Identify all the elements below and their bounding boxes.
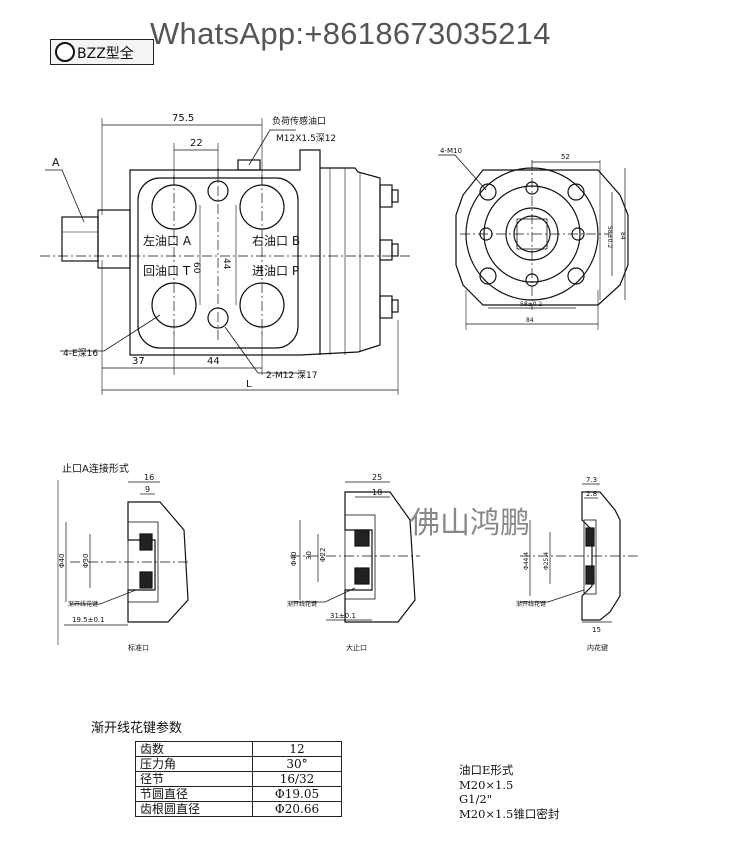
s2-dim-25: 25: [372, 473, 382, 482]
end-dim-58-vertical: 58±0.2: [606, 226, 613, 248]
s1-dia-30: Φ30: [82, 554, 90, 568]
section-1: [57, 480, 190, 645]
series-tag: BZZ型全: [50, 39, 154, 65]
s2-name: 大止口: [346, 643, 367, 652]
section-3: [520, 483, 640, 623]
port-form-title: 油口E形式: [459, 763, 514, 777]
s1-dim-16: 16: [144, 473, 154, 482]
s2-dim-31: 31±0.1: [330, 612, 356, 620]
pilot-port-label: 负荷传感油口: [272, 115, 326, 127]
s1-dia-40: Φ40: [58, 554, 66, 568]
circle-icon: [55, 42, 75, 62]
s1-dim-19-5: 19.5±0.1: [72, 616, 105, 624]
s3-dim-15: 15: [592, 626, 601, 634]
s1-name: 标准口: [128, 643, 149, 652]
port-form-line: M20×1.5: [459, 777, 514, 792]
param-value: 16/32: [252, 771, 342, 787]
param-name: 齿根圆直径: [135, 801, 253, 817]
dim-75-5: 75.5: [172, 113, 194, 124]
dim-22: 22: [190, 138, 203, 149]
whatsapp-watermark: WhatsApp:+8618673035214: [150, 16, 551, 51]
s2-dia-30: 30: [305, 551, 313, 560]
port-form-line: M20×1.5锥口密封: [459, 806, 560, 821]
s1-spline: 渐开线花键: [68, 600, 98, 608]
param-value: 30°: [252, 756, 342, 772]
table-title: 渐开线花键参数: [91, 721, 183, 736]
series-tag-label: BZZ型全: [77, 46, 134, 62]
end-dim-84-vertical: 84: [619, 232, 626, 240]
holes-label: 4-E深16: [63, 348, 98, 359]
pilot-thread-label: M12X1.5深12: [276, 133, 336, 144]
dim-37: 37: [132, 356, 145, 367]
param-name: 节圆直径: [135, 786, 253, 802]
s3-spline: 渐开线花键: [516, 600, 546, 608]
sections-title: 止口A连接形式: [62, 462, 129, 475]
end-dim-84-horizontal: 84: [526, 317, 534, 324]
s2-dim-18: 18: [372, 488, 382, 497]
s2-spline: 渐开线花键: [287, 600, 317, 608]
section-2: [290, 481, 420, 623]
dim-60: 60: [191, 262, 201, 274]
label-a: A: [52, 156, 60, 169]
s2-dia-40: Φ40: [290, 552, 298, 566]
cn-watermark: 佛山鸿鹏: [410, 506, 530, 541]
end-bolts-label: 4-M10: [440, 147, 462, 155]
end-dim-52: 52: [561, 153, 570, 161]
thread-label: 2-M12 深17: [266, 370, 318, 381]
s3-dim-7-3: 7.3: [586, 476, 597, 484]
port-right-label: 右油口 B: [252, 233, 300, 248]
s3-dim-2-8: 2.8: [586, 490, 597, 498]
port-inlet-label: 进油口 P: [252, 264, 299, 278]
port-form-notes: 油口E形式 M20×1.5 G1/2" M20×1.5锥口密封: [459, 763, 559, 821]
param-name: 齿数: [135, 741, 253, 757]
s2-dia-22: Φ22: [319, 548, 327, 562]
s3-name: 内花键: [587, 643, 608, 652]
s3-dia-25-4: Φ25.4: [543, 552, 550, 570]
port-form-line: G1/2": [459, 792, 492, 806]
param-name: 径节: [135, 771, 253, 787]
port-left-label: 左油口 A: [143, 233, 192, 248]
param-value: Φ19.05: [252, 786, 342, 802]
end-dim-58-horizontal: 58±0.2: [520, 301, 542, 308]
s1-dim-9: 9: [145, 485, 150, 494]
param-name: 压力角: [135, 756, 253, 772]
main-view: [40, 118, 410, 395]
param-value: Φ20.66: [252, 801, 342, 817]
dim-l: L: [246, 379, 252, 390]
s3-dia-44-4: Φ44.4: [523, 552, 530, 570]
param-value: 12: [252, 741, 342, 757]
dim-44: 44: [207, 356, 220, 367]
end-view: [438, 154, 629, 330]
port-return-label: 回油口 T: [143, 264, 191, 278]
dim-44-vertical: 44: [221, 258, 231, 270]
